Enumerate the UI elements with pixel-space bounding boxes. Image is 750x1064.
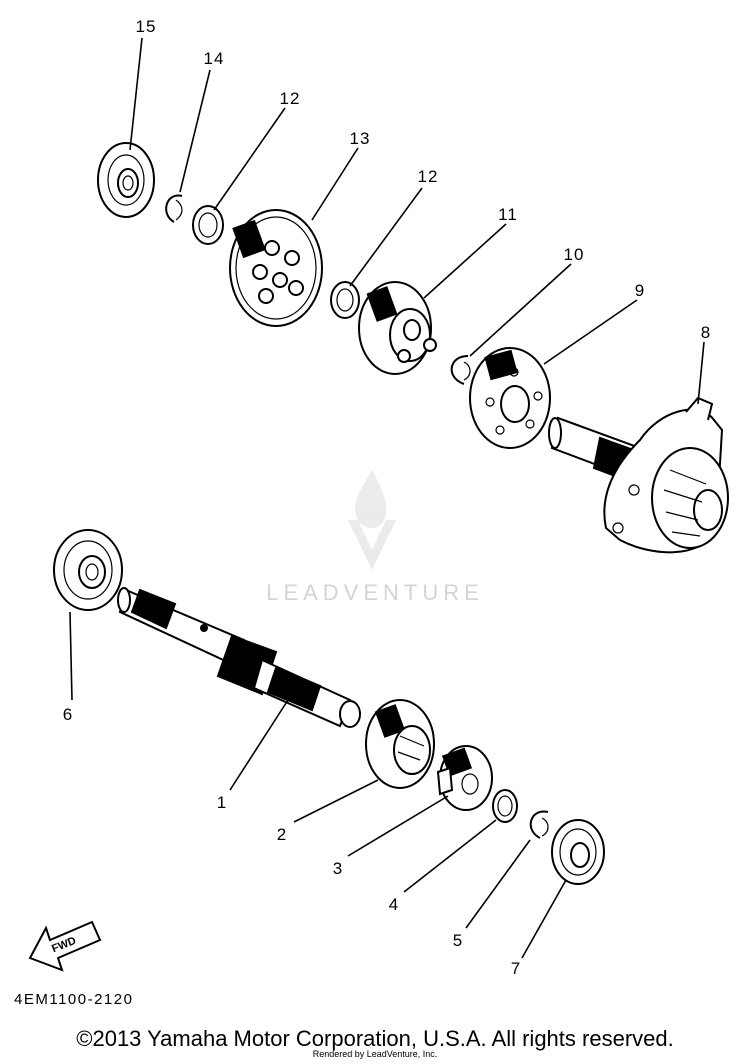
- fwd-arrow-icon: FWD: [28, 920, 102, 972]
- callout-11: 11: [498, 205, 518, 224]
- callout-labels: 15 14 12 13 12 11 10 9 8 6 1 2 3 4 5 7: [63, 17, 711, 978]
- part-12-washer-middle: [330, 281, 360, 319]
- callout-12-upper: 12: [280, 89, 301, 108]
- part-14-circlip: [165, 194, 183, 223]
- watermark-text: LEADVENTURE: [266, 580, 484, 605]
- part-13-gear: [229, 209, 323, 327]
- rendered-by-credit: Rendered by LeadVenture, Inc.: [312, 1049, 438, 1059]
- callout-2: 2: [277, 825, 287, 844]
- part-15-bearing: [97, 142, 155, 218]
- callout-15: 15: [136, 17, 157, 36]
- callout-4: 4: [389, 895, 399, 914]
- callout-10: 10: [564, 245, 585, 264]
- part-2-gear: [365, 699, 435, 789]
- part-6-bearing: [53, 529, 123, 611]
- callout-8: 8: [701, 323, 711, 342]
- part-9-driven-gear: [469, 347, 551, 449]
- callout-3: 3: [333, 859, 343, 878]
- part-3-gear: [436, 745, 493, 811]
- diagram-code: 4EM1100-2120: [14, 991, 133, 1008]
- leader-lines: [69, 37, 705, 959]
- part-1-main-axle: [117, 587, 361, 728]
- part-8-kick-axle: [548, 396, 729, 554]
- part-5-circlip: [529, 810, 549, 839]
- callout-1: 1: [217, 793, 227, 812]
- callout-5: 5: [453, 931, 463, 950]
- part-4-washer: [492, 789, 518, 823]
- part-7-bearing: [551, 819, 605, 885]
- watermark-logo: [348, 470, 396, 570]
- part-10-circlip: [450, 355, 471, 385]
- part-11-clutch-hub: [358, 281, 437, 375]
- callout-12-middle: 12: [418, 167, 439, 186]
- callout-6: 6: [63, 705, 73, 724]
- part-12-washer-upper: [192, 205, 224, 245]
- callout-13: 13: [350, 129, 371, 148]
- callout-9: 9: [635, 281, 645, 300]
- callout-7: 7: [511, 959, 521, 978]
- callout-14: 14: [204, 49, 225, 68]
- copyright-notice: ©2013 Yamaha Motor Corporation, U.S.A. A…: [76, 1026, 674, 1051]
